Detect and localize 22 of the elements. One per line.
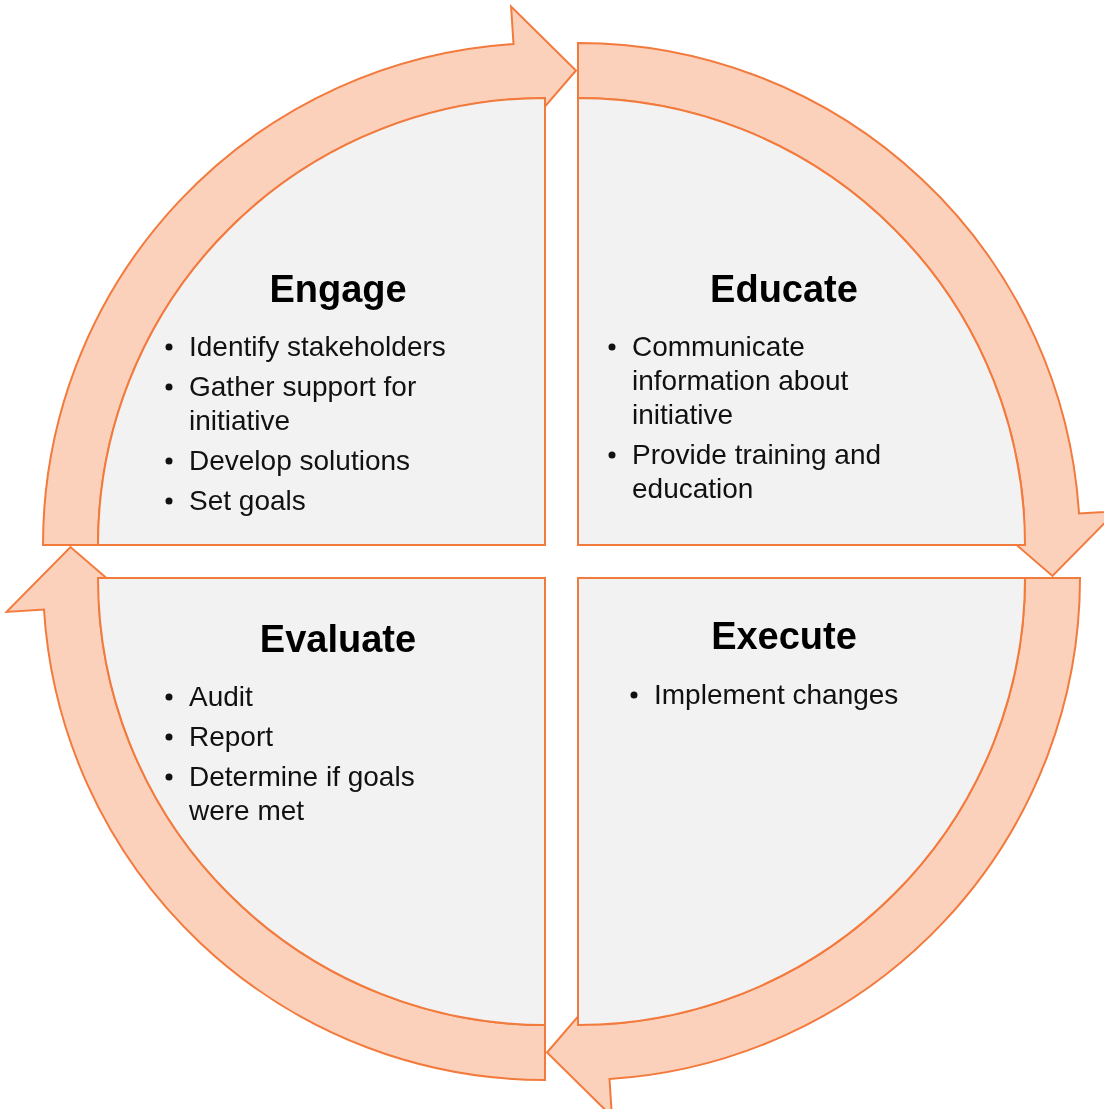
bullet-text: Report bbox=[189, 720, 274, 754]
quadrant-panel bbox=[578, 98, 1025, 545]
quadrant-title: Execute bbox=[711, 615, 857, 658]
curved-arrow bbox=[42, 5, 577, 546]
quadrant-title: Engage bbox=[269, 268, 407, 311]
bullet-text: Determine if goals were met bbox=[189, 760, 416, 828]
bullet-text: Set goals bbox=[189, 484, 306, 518]
bullet-text: Identify stakeholders bbox=[189, 330, 446, 364]
curved-arrow bbox=[577, 42, 1104, 577]
bullet-text: Gather support for initiative bbox=[189, 370, 418, 438]
bullet-text: Provide training and education bbox=[632, 438, 883, 506]
bullet-text: Develop solutions bbox=[189, 444, 411, 478]
quadrant-panel bbox=[98, 578, 545, 1025]
quadrant-title: Educate bbox=[710, 268, 858, 311]
curved-arrow bbox=[546, 577, 1081, 1109]
bullet-text: Audit bbox=[189, 680, 253, 714]
quadrant-title: Evaluate bbox=[259, 618, 417, 661]
curved-arrow bbox=[5, 546, 546, 1081]
bullet-text: Implement changes bbox=[654, 678, 899, 712]
quadrant-panel bbox=[98, 98, 545, 545]
quadrant-panel bbox=[578, 578, 1025, 1025]
bullet-text: Communicate information about initiative bbox=[632, 330, 850, 432]
